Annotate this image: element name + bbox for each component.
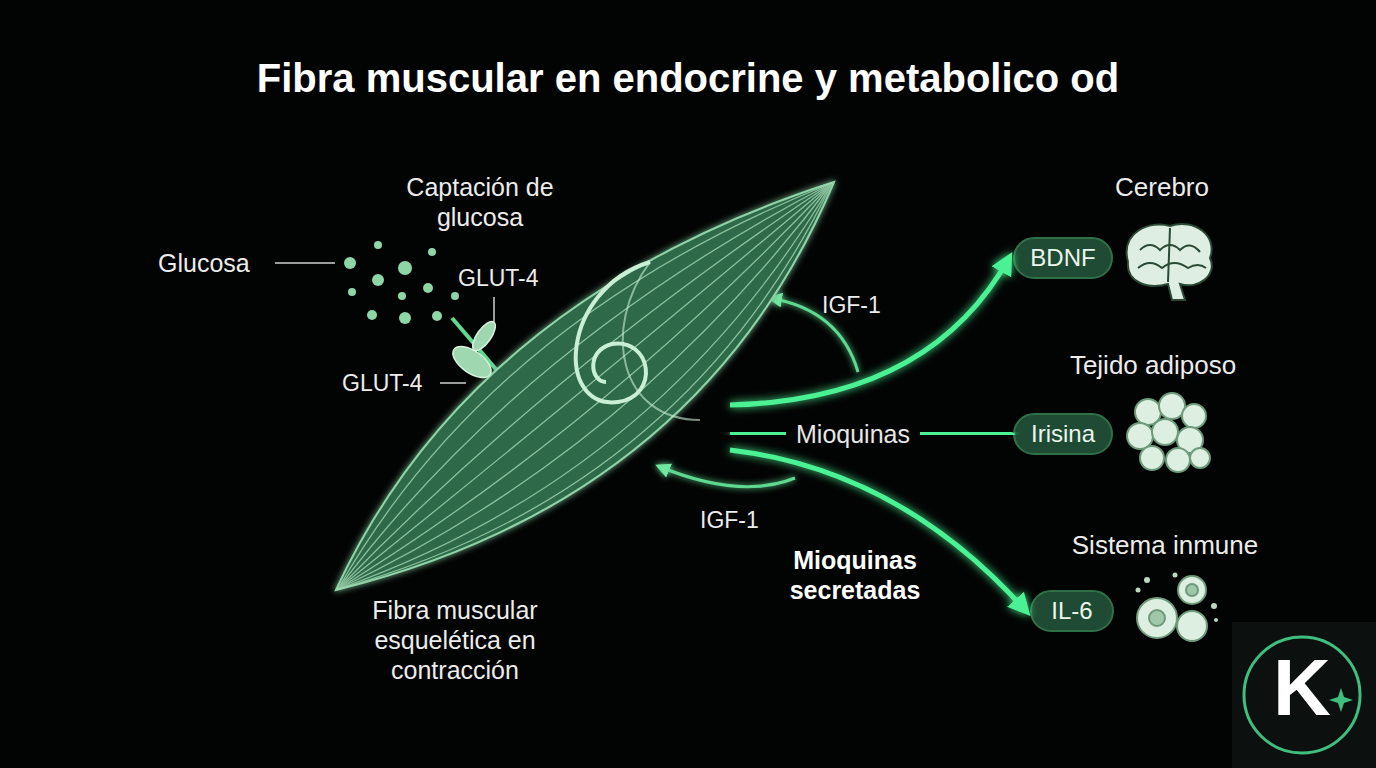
immune-icon — [1136, 573, 1219, 642]
edge-label: Mioquinas — [786, 419, 920, 449]
myokine-pill: IL-6 — [1030, 590, 1114, 632]
muscle-fiber-node: Fibra muscular esquelética en contracció… — [330, 175, 730, 690]
adipose-icon — [1127, 393, 1210, 472]
node-caption: Fibra muscular esquelética en contracció… — [340, 595, 570, 685]
glucose-particles — [344, 241, 459, 324]
myokine-arrow — [730, 258, 1009, 405]
myokine-arrow — [730, 450, 1026, 611]
annotation-label: Tejido adiposo — [1033, 350, 1273, 381]
pill-text: IL-6 — [1051, 597, 1092, 625]
logo-letter: K — [1252, 648, 1352, 728]
leader-line — [440, 382, 466, 384]
annotation-label: Sistema inmune — [1045, 530, 1285, 561]
annotation-label: Glucosa — [158, 248, 278, 278]
annotation-label: IGF-1 — [822, 292, 902, 320]
leader-line — [493, 297, 495, 322]
edge-label: Mioquinas secretadas — [755, 545, 955, 605]
pill-text: Irisina — [1031, 420, 1095, 448]
annotation-label: IGF-1 — [700, 507, 780, 535]
logo-box — [1232, 622, 1376, 768]
annotation-label: Captación de glucosa — [370, 172, 590, 232]
igf-arrow — [658, 466, 795, 487]
diagram-title: Fibra muscular en endocrine y metabolico… — [88, 54, 1288, 102]
myokine-pill: BDNF — [1013, 237, 1113, 279]
logo-ring — [1244, 637, 1360, 753]
igf-arrow — [770, 298, 858, 372]
annotation-label: GLUT-4 — [342, 370, 442, 398]
annotation-label: GLUT-4 — [458, 265, 558, 293]
logo-sparkle — [1329, 688, 1353, 712]
leader-line — [275, 262, 335, 264]
annotation-label: Cerebro — [1062, 172, 1262, 203]
myokine-arrow — [730, 433, 1009, 434]
brain-icon — [1127, 224, 1212, 300]
myokine-pill: Irisina — [1013, 413, 1113, 455]
pill-text: BDNF — [1030, 244, 1095, 272]
